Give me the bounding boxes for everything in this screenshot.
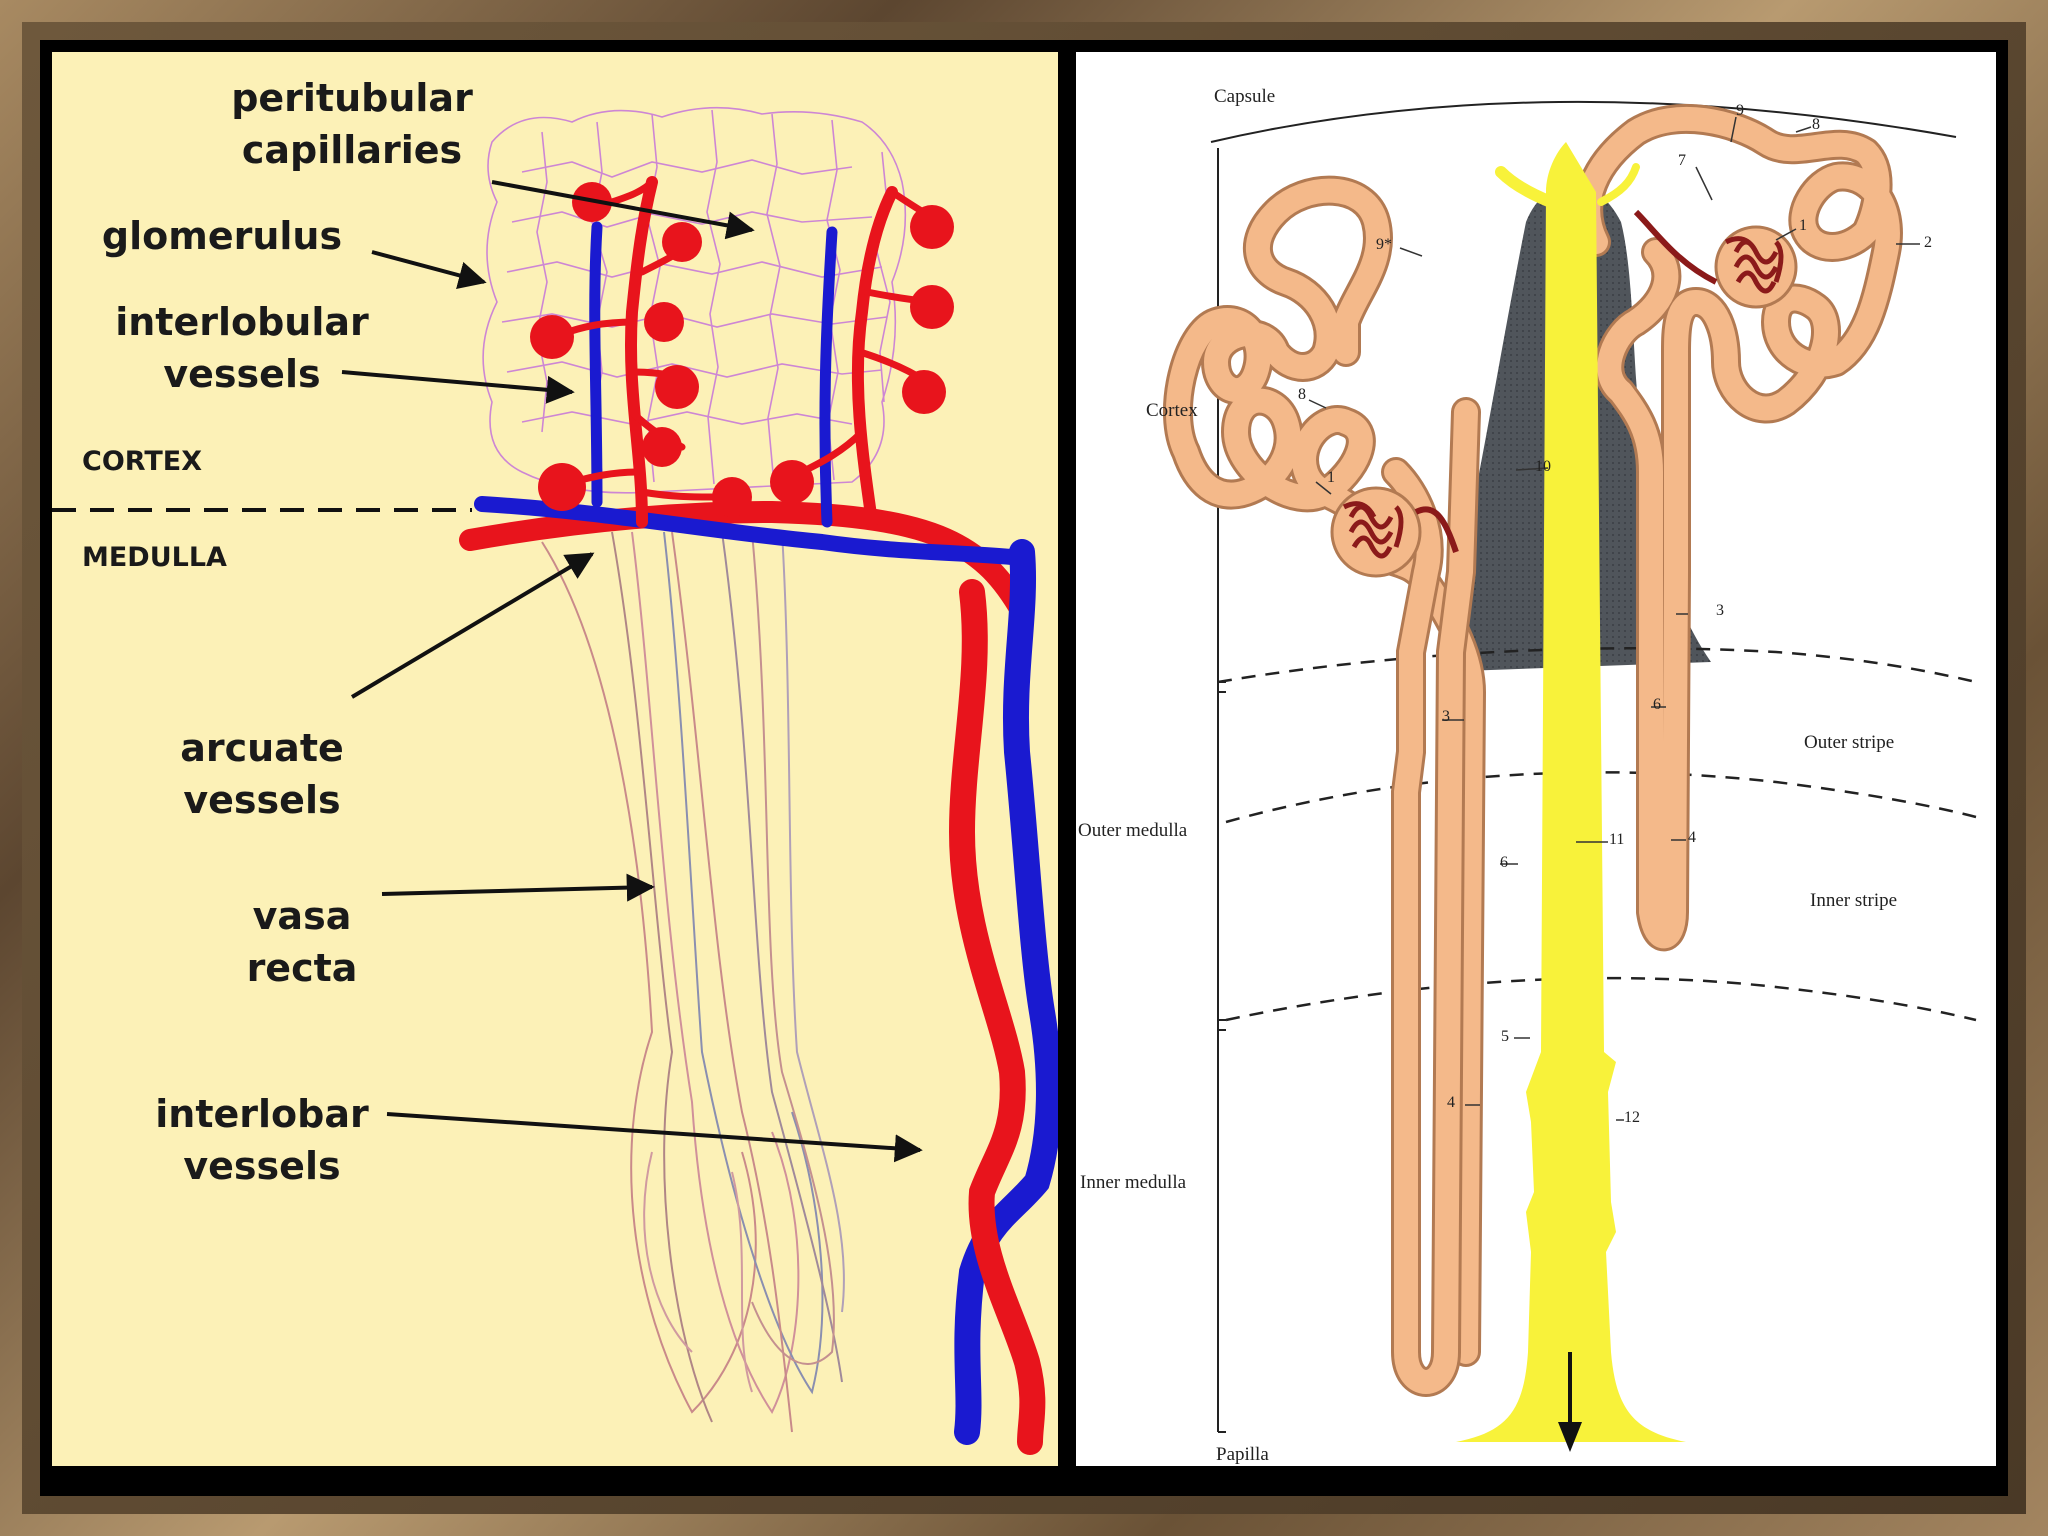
glomeruli (530, 182, 954, 517)
arcuate-label-line1: arcuate (180, 726, 344, 770)
vasa-label-line2: recta (246, 946, 358, 990)
right-nephron (1573, 103, 1903, 952)
right-glomerulus (1633, 209, 1798, 309)
segment-number-6-right: 6 (1653, 696, 1661, 713)
segment-number-3-left: 3 (1442, 708, 1450, 725)
segment-number-6-left: 6 (1500, 854, 1508, 871)
inner-stripe-label: Inner stripe (1810, 890, 1898, 911)
nephron-diagram-svg (1163, 100, 1977, 1452)
arcuate-vein (474, 496, 1020, 565)
vasa-recta-label: vasa recta (222, 890, 382, 994)
segment-number-5: 5 (1501, 1028, 1509, 1045)
interlobar-label-line2: vessels (183, 1144, 341, 1188)
segment-number-9-star: 9* (1376, 236, 1392, 253)
inner-medulla-label: Inner medulla (1080, 1172, 1187, 1193)
zone-bracket-ticks (1218, 681, 1226, 1433)
segment-number-2: 2 (1924, 234, 1932, 251)
interlobular-label-line2: vessels (163, 352, 321, 396)
segment-number-4-right: 4 (1688, 829, 1696, 846)
segment-number-1-right: 1 (1799, 217, 1807, 234)
papilla-down-arrow-head (1558, 1422, 1582, 1452)
segment-number-7: 7 (1678, 152, 1686, 169)
left-nephron (1163, 175, 1486, 1367)
segment-number-9: 9 (1736, 102, 1744, 119)
vascular-diagram-svg (52, 106, 1058, 1455)
interlobular-veins (589, 221, 838, 528)
leader-arrows (341, 180, 923, 1163)
interlobar-label-line1: interlobar (155, 1092, 369, 1136)
papilla-label: Papilla (1216, 1444, 1269, 1465)
left-glomerulus (1330, 486, 1459, 578)
segment-number-8-top: 8 (1812, 116, 1820, 133)
collecting-duct-branch (1495, 166, 1557, 208)
nephron-diagram-panel: Capsule Cortex Outer medulla Inner medul… (1076, 52, 1996, 1466)
peritubular-capillaries-label: peritubular capillaries (202, 72, 502, 176)
long-loop-of-henle (1381, 397, 1481, 1397)
segment-number-8-left: 8 (1298, 386, 1306, 403)
segment-number-4-left: 4 (1447, 1094, 1455, 1111)
interlobar-vessels-label: interlobar vessels (132, 1088, 392, 1192)
interlobular-label-line1: interlobular (115, 300, 369, 344)
interlobular-vessels-label: interlobular vessels (92, 296, 392, 400)
cortex-zone-label: CORTEX (82, 446, 203, 477)
collecting-duct (1456, 142, 1686, 1442)
outer-stripe-label: Outer stripe (1804, 732, 1895, 753)
arcuate-label-line2: vessels (183, 778, 341, 822)
vascular-diagram-panel: peritubular capillaries glomerulus inter… (52, 52, 1058, 1466)
arcuate-vessels-label: arcuate vessels (152, 722, 372, 826)
capsule-curve (1210, 100, 1957, 143)
glomerulus-label-text: glomerulus (101, 214, 343, 258)
glomerulus-label: glomerulus (92, 210, 352, 262)
capsule-label: Capsule (1214, 86, 1276, 107)
peritubular-capillary-network (482, 106, 907, 494)
segment-number-10: 10 (1535, 458, 1551, 475)
vasa-recta-loops (541, 531, 845, 1433)
collecting-duct-branch-right (1597, 163, 1640, 206)
peritubular-label-line2: capillaries (241, 128, 463, 172)
cortex-region-label: Cortex (1146, 400, 1198, 421)
interlobar-artery (948, 579, 1046, 1455)
outer-medulla-label: Outer medulla (1078, 820, 1188, 841)
segment-number-3-right: 3 (1716, 602, 1724, 619)
peritubular-label-line1: peritubular (231, 76, 473, 120)
interlobar-vein (954, 539, 1058, 1445)
segment-number-1-left: 1 (1327, 469, 1335, 486)
zone-boundaries (1217, 647, 1977, 1022)
segment-number-12: 12 (1624, 1109, 1640, 1126)
medulla-zone-label: MEDULLA (82, 542, 227, 573)
segment-number-11: 11 (1609, 831, 1625, 848)
number-leader-ticks (1308, 116, 1920, 1121)
vasa-label-line1: vasa (252, 894, 352, 938)
